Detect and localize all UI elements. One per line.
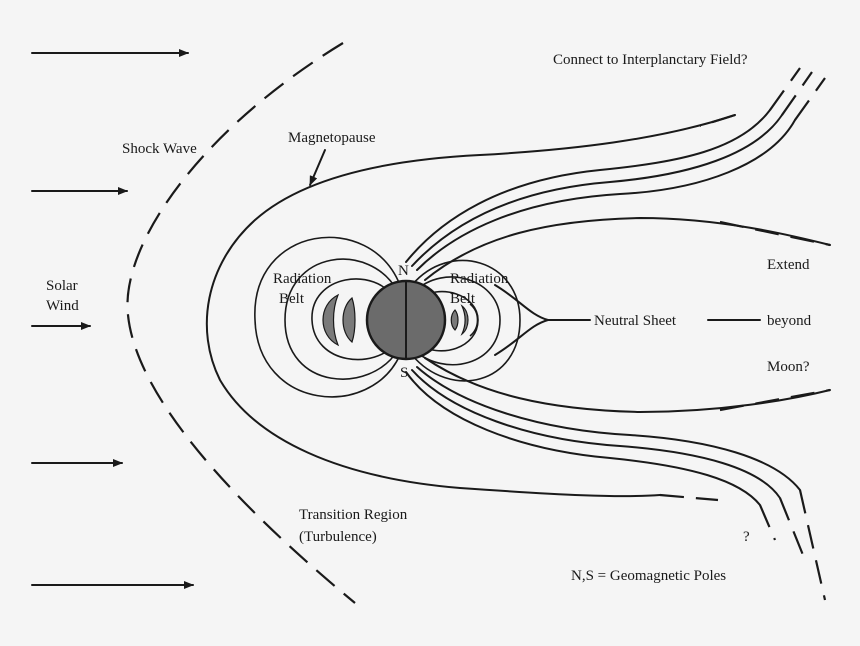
tail-lobes: [424, 216, 831, 414]
label-shock-wave: Shock Wave: [122, 141, 197, 157]
label-extend: Extend: [767, 257, 810, 273]
earth: [365, 279, 447, 361]
label-moon: Moon?: [767, 359, 810, 375]
label-transition-region: Transition Region: [299, 507, 408, 523]
label-neutral-sheet: Neutral Sheet: [594, 313, 677, 329]
magnetopause-pointer: [309, 149, 326, 186]
label-beyond: beyond: [767, 313, 812, 329]
label-solar-wind: Solar: [46, 278, 78, 294]
label-connect-interplanetary: Connect to Interplanctary Field?: [553, 52, 748, 68]
shock-wave-curve: [126, 42, 356, 604]
label-radiation-belt-right-2: Belt: [450, 291, 476, 307]
label-magnetopause: Magnetopause: [288, 130, 376, 146]
label-radiation-belt-left: Radiation: [273, 271, 332, 287]
label-south-pole: S: [400, 365, 408, 381]
open-field-lines-south: [405, 366, 827, 601]
label-poles-legend: N,S = Geomagnetic Poles: [571, 568, 726, 584]
neutral-sheet: [494, 284, 761, 356]
label-radiation-belt-left-2: Belt: [279, 291, 305, 307]
radiation-belt-right: [450, 303, 479, 337]
dipole-field-lines-left: [254, 236, 401, 398]
open-field-lines-north: [405, 67, 826, 271]
radiation-belt-left: [322, 293, 356, 347]
label-north-pole: N: [398, 263, 409, 279]
label-question-mark: ?: [743, 529, 750, 545]
magnetopause-boundary: [205, 113, 736, 502]
label-radiation-belt-right: Radiation: [450, 271, 509, 287]
solar-wind-arrows: [31, 49, 194, 589]
label-solar-wind-2: Wind: [46, 298, 79, 314]
label-turbulence: (Turbulence): [299, 529, 377, 545]
